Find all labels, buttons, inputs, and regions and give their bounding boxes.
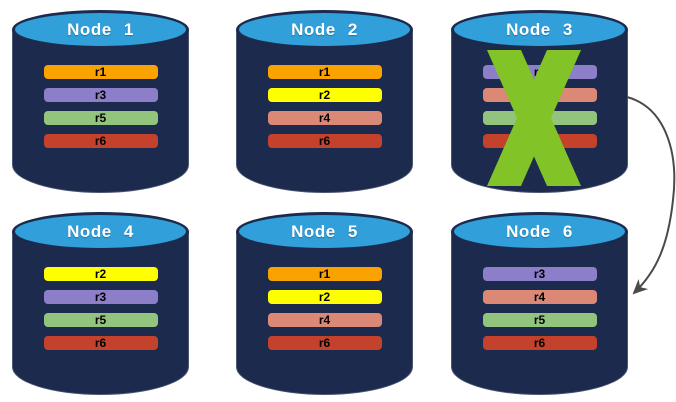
- replica-bar-r5: r5: [482, 313, 597, 327]
- replica-label: r5: [533, 111, 546, 125]
- replica-bar-r4: r4: [482, 88, 597, 102]
- replica-label: r5: [533, 313, 546, 327]
- node-title: Node 6: [506, 222, 573, 241]
- replica-label: r2: [318, 88, 331, 102]
- replica-bar-r3: r3: [482, 267, 597, 281]
- replica-label: r6: [94, 134, 107, 148]
- node-6: Node 6 r3 r4 r5 r6: [451, 212, 628, 395]
- replica-label: r3: [94, 88, 107, 102]
- replica-label: r3: [94, 290, 107, 304]
- replica-label: r5: [94, 111, 107, 125]
- replica-label: r3: [533, 267, 546, 281]
- replica-label: r6: [318, 134, 331, 148]
- node-4: Node 4 r2 r3 r5 r6: [12, 212, 189, 395]
- replica-bar-r6: r6: [482, 134, 597, 148]
- replica-label: r4: [533, 88, 546, 102]
- replica-label: r4: [318, 111, 331, 125]
- replica-bar-r2: r2: [267, 290, 382, 304]
- cylinder-top: Node 2: [236, 10, 413, 49]
- cylinder-top: Node 3: [451, 10, 628, 49]
- replica-label: r5: [94, 313, 107, 327]
- node-3: Node 3 r3 r4 r5 r6: [451, 10, 628, 193]
- replica-bar-r5: r5: [43, 111, 158, 125]
- replica-bar-r3: r3: [43, 290, 158, 304]
- replica-bar-r5: r5: [482, 111, 597, 125]
- replica-bar-r3: r3: [43, 88, 158, 102]
- replica-bar-r6: r6: [482, 336, 597, 350]
- replica-bar-r2: r2: [267, 88, 382, 102]
- replica-bar-r6: r6: [43, 134, 158, 148]
- replica-list: r1 r2 r4 r6: [267, 267, 382, 350]
- replica-label: r6: [94, 336, 107, 350]
- cylinder-top: Node 6: [451, 212, 628, 251]
- replica-list: r1 r3 r5 r6: [43, 65, 158, 148]
- replica-label: r6: [318, 336, 331, 350]
- replica-label: r1: [318, 65, 331, 79]
- cylinder-top: Node 1: [12, 10, 189, 49]
- replica-list: r1 r2 r4 r6: [267, 65, 382, 148]
- replica-label: r2: [94, 267, 107, 281]
- replica-label: r3: [533, 65, 546, 79]
- node-title: Node 3: [506, 20, 573, 39]
- replica-list: r2 r3 r5 r6: [43, 267, 158, 350]
- cylinder-top: Node 5: [236, 212, 413, 251]
- node-title: Node 4: [67, 222, 134, 241]
- replica-bar-r1: r1: [267, 65, 382, 79]
- replica-list: r3 r4 r5 r6: [482, 267, 597, 350]
- replica-bar-r6: r6: [267, 134, 382, 148]
- node-title: Node 1: [67, 20, 134, 39]
- replica-bar-r1: r1: [267, 267, 382, 281]
- replica-label: r4: [318, 313, 331, 327]
- replica-list: r3 r4 r5 r6: [482, 65, 597, 148]
- node-5: Node 5 r1 r2 r4 r6: [236, 212, 413, 395]
- replica-label: r4: [533, 290, 546, 304]
- failover-arrow: [626, 96, 676, 295]
- node-1: Node 1 r1 r3 r5 r6: [12, 10, 189, 193]
- replica-bar-r4: r4: [267, 313, 382, 327]
- node-title: Node 2: [291, 20, 358, 39]
- replica-bar-r4: r4: [267, 111, 382, 125]
- replica-bar-r5: r5: [43, 313, 158, 327]
- cylinder-top: Node 4: [12, 212, 189, 251]
- replica-label: r1: [94, 65, 107, 79]
- replica-bar-r6: r6: [43, 336, 158, 350]
- replica-bar-r3: r3: [482, 65, 597, 79]
- replica-bar-r2: r2: [43, 267, 158, 281]
- replica-bar-r6: r6: [267, 336, 382, 350]
- replica-label: r2: [318, 290, 331, 304]
- replica-bar-r4: r4: [482, 290, 597, 304]
- node-title: Node 5: [291, 222, 358, 241]
- replica-label: r6: [533, 134, 546, 148]
- replica-label: r1: [318, 267, 331, 281]
- replica-label: r6: [533, 336, 546, 350]
- replica-bar-r1: r1: [43, 65, 158, 79]
- node-2: Node 2 r1 r2 r4 r6: [236, 10, 413, 193]
